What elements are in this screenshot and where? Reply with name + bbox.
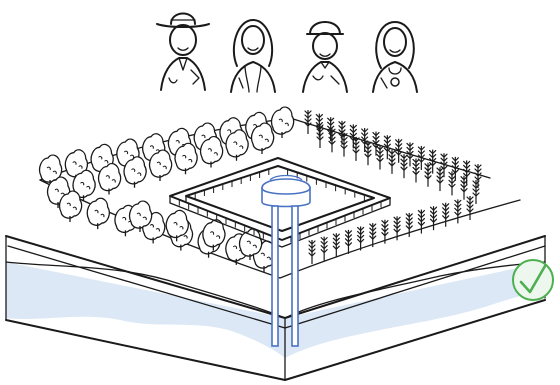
wheat-icon (467, 196, 473, 220)
wheat-icon (321, 237, 327, 261)
woman-with-necklace-icon (373, 22, 417, 92)
wheat-icon (425, 163, 431, 187)
wheat-icon (431, 206, 437, 230)
tree-icon (175, 143, 197, 174)
wheat-icon (449, 171, 455, 195)
wheat-icon (443, 203, 449, 227)
tree-icon (87, 198, 109, 229)
checkmark-icon (513, 260, 553, 300)
wheat-icon (345, 230, 351, 254)
tree-icon (252, 123, 274, 154)
tree-icon (226, 130, 248, 161)
woman-with-headscarf-icon (231, 20, 275, 92)
pipe-right (292, 206, 298, 346)
wheat-icon (413, 158, 419, 182)
wheat-icon (309, 240, 315, 264)
wheat-icon (377, 146, 383, 170)
wheat-icon (333, 233, 339, 257)
wheat-icon (437, 167, 443, 191)
tree-icon (272, 107, 294, 138)
wheat-icon (358, 226, 364, 250)
wheat-icon (305, 110, 311, 134)
wheat-icon (401, 154, 407, 178)
farmer-with-hat-icon (157, 14, 209, 91)
tree-icon (60, 191, 82, 222)
farmer-with-cap-icon (303, 22, 347, 92)
wheat-icon (365, 141, 371, 165)
tree-icon (124, 157, 146, 188)
tree-icon (201, 137, 223, 168)
wheat-icon (389, 150, 395, 174)
pipe-left (272, 206, 278, 346)
tree-icon (150, 150, 172, 181)
wheat-icon (455, 199, 461, 223)
tree-icon (99, 164, 121, 195)
wheat-field (305, 110, 481, 264)
orchard (40, 107, 294, 272)
